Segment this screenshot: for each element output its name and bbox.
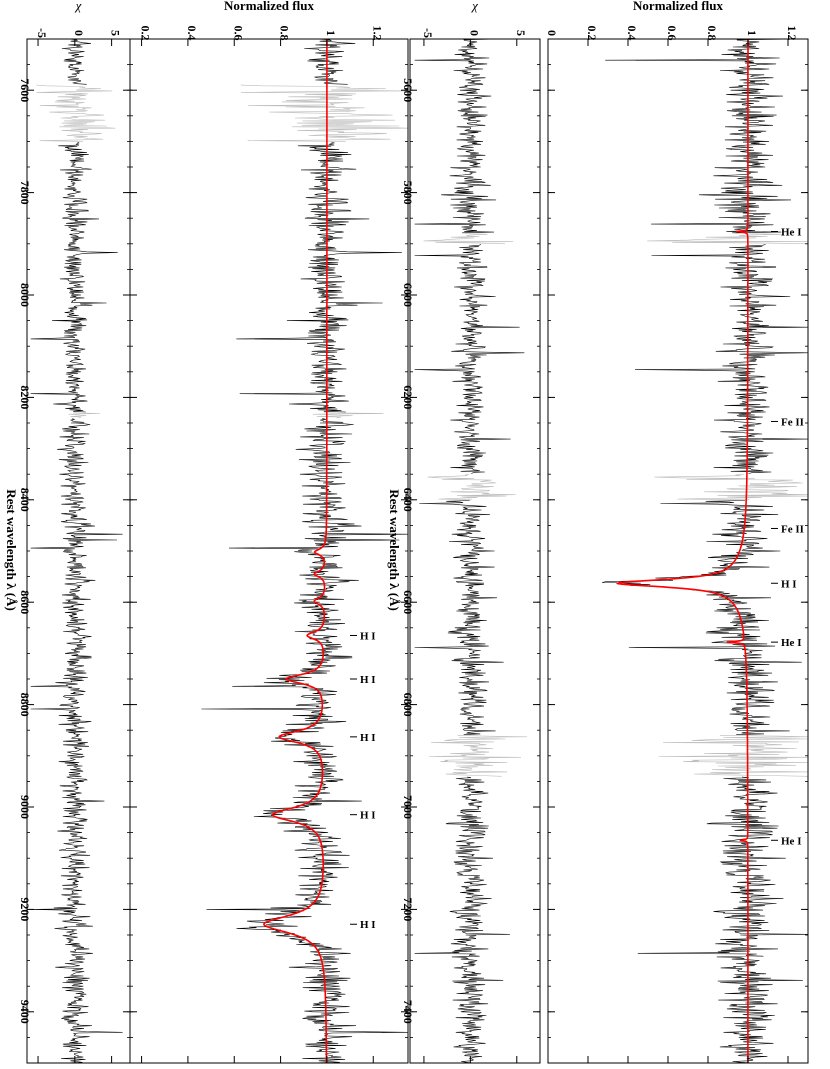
x-tick-label: 9400 bbox=[18, 1000, 32, 1024]
masked-flux-trace bbox=[240, 84, 409, 419]
x-tick-label: 7600 bbox=[18, 78, 32, 102]
line-id-label: H I bbox=[360, 732, 376, 744]
flux-axis-label: Normalized flux bbox=[224, 0, 314, 13]
line-id-label: H I bbox=[360, 919, 376, 931]
flux-tick-label: 0.4 bbox=[185, 26, 199, 41]
line-id-label: H I bbox=[360, 674, 376, 686]
flux-tick-label: 0.2 bbox=[139, 26, 153, 41]
line-id-label: Fe II bbox=[781, 523, 804, 535]
flux-tick-label: 0 bbox=[545, 30, 559, 36]
flux-tick-label: 0.6 bbox=[231, 26, 245, 41]
flux-tick-label: 0.6 bbox=[665, 26, 679, 41]
model-fit-curve bbox=[615, 39, 749, 1063]
residual-axis-label: χ bbox=[74, 0, 82, 13]
flux-tick-label: 0.2 bbox=[585, 26, 599, 41]
x-tick-label: 8800 bbox=[18, 693, 32, 717]
residual-tick-label: 0 bbox=[467, 30, 481, 36]
residual-trace bbox=[30, 38, 123, 1064]
line-id-label: He I bbox=[781, 637, 801, 649]
residual-tick-label: -5 bbox=[35, 28, 49, 38]
line-id-label: He I bbox=[781, 227, 801, 239]
flux-panel-frame bbox=[129, 38, 409, 1064]
residual-tick-label: 5 bbox=[109, 30, 123, 36]
line-id-label: H I bbox=[781, 578, 797, 590]
line-id-label: He I bbox=[781, 835, 801, 847]
spectrum-panel-top: 5600580060006200640066006800700072007400… bbox=[387, 0, 809, 1064]
residual-panel-frame bbox=[409, 38, 541, 1064]
line-id-label: H I bbox=[360, 630, 376, 642]
masked-residual-trace bbox=[423, 233, 528, 777]
masked-residual-trace bbox=[36, 84, 116, 419]
observed-flux-trace bbox=[601, 38, 809, 1064]
residual-tick-label: -5 bbox=[421, 28, 435, 38]
x-tick-label: 8200 bbox=[18, 385, 32, 409]
x-tick-label: 9200 bbox=[18, 897, 32, 921]
model-fit-curve bbox=[263, 39, 328, 1063]
residual-tick-label: 0 bbox=[72, 30, 86, 36]
flux-tick-label: 1 bbox=[324, 30, 338, 36]
x-tick-label: 8400 bbox=[18, 488, 32, 512]
line-id-label: Fe II bbox=[781, 416, 804, 428]
flux-tick-label: 1.2 bbox=[370, 26, 384, 41]
flux-tick-label: 0.8 bbox=[278, 26, 292, 41]
spectrum-panel-bottom: 7600 7800 8000 8200 8400 8600 8800 9000 9200 9400… bbox=[4, 0, 409, 1064]
residual-axis-label: χ bbox=[470, 0, 478, 13]
x-tick-label: 8600 bbox=[18, 590, 32, 614]
flux-tick-label: 0.4 bbox=[625, 26, 639, 41]
flux-tick-label: 1 bbox=[745, 30, 759, 36]
line-id-label: H I bbox=[360, 810, 376, 822]
flux-tick-label: 0.8 bbox=[705, 26, 719, 41]
masked-flux-trace bbox=[647, 233, 809, 777]
x-tick-label: 9000 bbox=[18, 795, 32, 819]
x-tick-label: 8000 bbox=[18, 283, 32, 307]
wavelength-axis-label: Rest wavelength λ (Å) bbox=[4, 489, 19, 611]
observed-flux-trace bbox=[201, 38, 409, 1064]
flux-axis-label: Normalized flux bbox=[633, 0, 723, 13]
residual-tick-label: 5 bbox=[514, 30, 528, 36]
residual-trace bbox=[414, 38, 525, 1064]
x-tick-label: 7800 bbox=[18, 181, 32, 205]
wavelength-axis-label: Rest wavelength λ (Å) bbox=[387, 489, 402, 611]
flux-tick-label: 1.2 bbox=[785, 26, 799, 41]
